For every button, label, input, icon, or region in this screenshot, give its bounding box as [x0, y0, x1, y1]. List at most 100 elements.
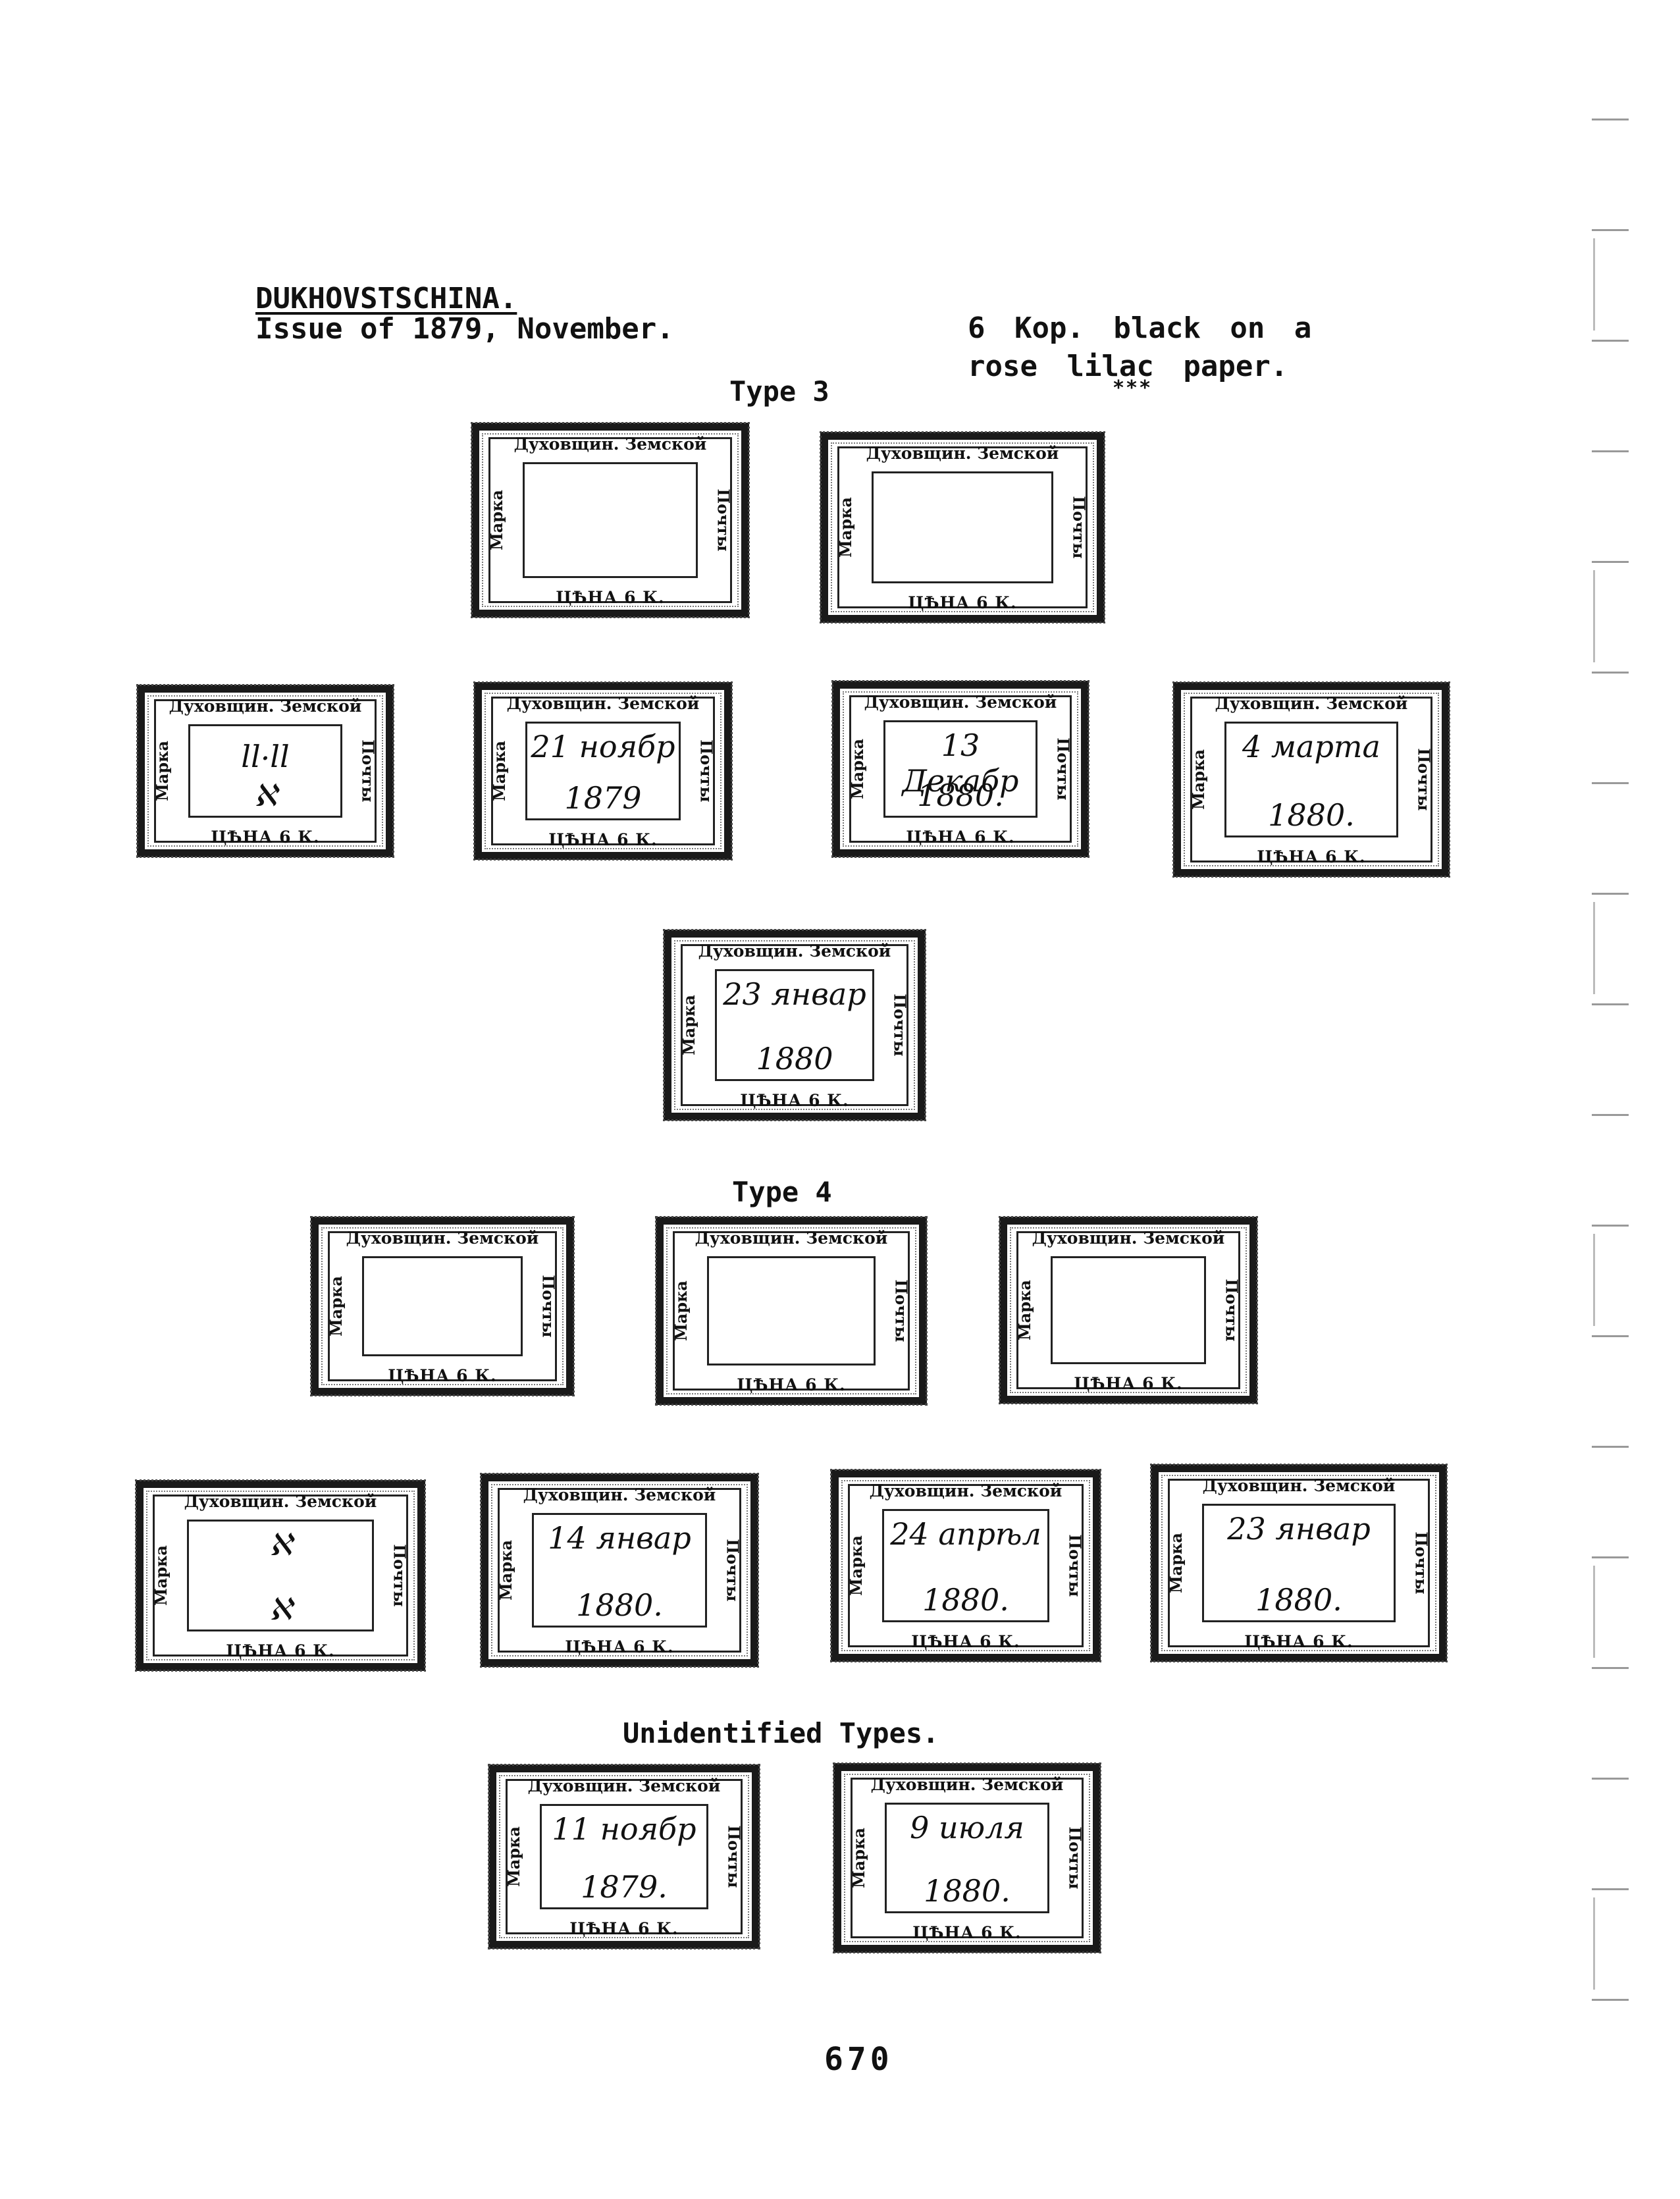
stamp-bottom-text: ЦѢНА 6 К. — [211, 828, 320, 847]
stamp-frame — [837, 446, 1088, 608]
stamp-cancel-area — [872, 471, 1053, 583]
margin-tick — [1592, 229, 1629, 231]
stamp-right-text: Почты — [723, 1539, 743, 1602]
stamp-frame — [1016, 1231, 1240, 1389]
margin-tick — [1592, 1446, 1629, 1448]
manuscript-cancel-day: 4 марта — [1242, 729, 1380, 764]
stamp-right-text: Почты — [890, 994, 910, 1057]
manuscript-cancel-year: 1879. — [581, 1869, 668, 1905]
manuscript-cancel-year: 1880. — [1268, 797, 1355, 833]
stamp-cancel-area — [523, 462, 698, 578]
stamp-bottom-text: ЦѢНА 6 К. — [908, 593, 1017, 612]
stamp-frame — [328, 1231, 557, 1381]
stamp-top-text: Духовщин. Земской — [513, 435, 707, 454]
margin-rule — [1593, 902, 1595, 994]
stamp-bottom-text: ЦѢНА 6 К. — [388, 1366, 497, 1385]
margin-tick — [1592, 119, 1629, 120]
margin-tick — [1592, 1114, 1629, 1116]
margin-rule — [1593, 570, 1595, 662]
stamp-left-text: Марка — [326, 1276, 346, 1337]
stamp-left-text: Марка — [496, 1540, 515, 1601]
manuscript-cancel-year: ℵ — [253, 778, 277, 813]
stamp-top-text: Духовщин. Земской — [869, 1481, 1063, 1500]
section-type-4: Type 4 — [732, 1176, 832, 1208]
stamp-bottom-text: ЦѢНА 6 К. — [906, 828, 1015, 847]
manuscript-cancel-day: 9 июля — [910, 1810, 1024, 1845]
section-unidentified: Unidentified Types. — [623, 1717, 939, 1749]
stamp-top-text: Духовщин. Земской — [169, 697, 362, 716]
margin-tick — [1592, 1888, 1629, 1890]
stamp-left-text: Марка — [152, 741, 172, 801]
stamp-frame — [1168, 1479, 1430, 1647]
stamp-right-text: Почты — [390, 1544, 409, 1607]
stamp-left-text: Марка — [847, 739, 867, 799]
stamp-top-text: Духовщин. Земской — [184, 1492, 377, 1511]
manuscript-cancel-day: 13 Декабр — [902, 728, 1019, 799]
stamp-right-text: Почты — [724, 1825, 744, 1888]
margin-tick — [1592, 1667, 1629, 1669]
stamp-left-text: Марка — [846, 1535, 866, 1596]
section-type-3: Type 3 — [729, 375, 829, 408]
stamp-top-text: Духовщин. Земской — [1202, 1476, 1396, 1495]
margin-tick — [1592, 1003, 1629, 1005]
stamp-frame — [851, 1778, 1084, 1938]
manuscript-cancel-year: 1880. — [576, 1587, 663, 1623]
manuscript-cancel-year: 1880. — [924, 1873, 1011, 1909]
stamp-top-text: Духовщин. Земской — [1032, 1229, 1225, 1248]
stamp-top-text: Духовщин. Земской — [870, 1775, 1064, 1794]
stamp-frame — [498, 1488, 741, 1653]
stamp-cancel-area: 9 июля 1880. — [885, 1803, 1049, 1913]
margin-tick — [1592, 1556, 1629, 1558]
margin-tick — [1592, 893, 1629, 895]
stamp-bottom-text: ЦѢНА 6 К. — [548, 830, 658, 849]
manuscript-cancel-day: 21 ноябр — [531, 729, 675, 764]
stamp-bottom-text: ЦѢНА 6 К. — [1074, 1374, 1183, 1393]
stars-marker: *** — [1113, 377, 1153, 400]
stamp-bottom-text: ЦѢНА 6 К. — [556, 588, 665, 607]
stamp-left-text: Марка — [679, 995, 698, 1055]
stamp-frame — [154, 699, 377, 843]
manuscript-cancel-day: 11 ноябр — [552, 1811, 696, 1847]
stamp-bottom-text: ЦѢНА 6 К. — [911, 1632, 1020, 1651]
manuscript-cancel-day: 23 январ — [723, 976, 866, 1012]
stamp-left-text: Марка — [1188, 749, 1208, 810]
stamp-cancel-area: 4 марта 1880. — [1224, 722, 1398, 837]
issue-date: Issue of 1879, November. — [255, 312, 674, 346]
stamp-frame — [848, 1484, 1084, 1647]
stamp-frame — [506, 1779, 743, 1934]
stamp-right-text: Почты — [714, 489, 733, 552]
stamp-bottom-text: ЦѢНА 6 К. — [569, 1919, 679, 1938]
margin-tick — [1592, 1778, 1629, 1780]
stamp-top-text: Духовщин. Земской — [1215, 694, 1408, 713]
margin-tick — [1592, 782, 1629, 784]
stamp-left-text: Марка — [151, 1545, 171, 1606]
stamp-right-text: Почты — [1069, 496, 1089, 559]
stamp-frame — [491, 697, 715, 845]
stamp-cancel-area: 11 ноябр 1879. — [540, 1804, 708, 1909]
stamp-bottom-text: ЦѢНА 6 К. — [1244, 1632, 1353, 1651]
stamp-left-text: Марка — [486, 490, 506, 550]
margin-tick — [1592, 672, 1629, 674]
stamp-cancel-area — [362, 1256, 523, 1356]
stamp-bottom-text: ЦѢНА 6 К. — [226, 1641, 335, 1660]
stamp-cancel-area — [707, 1256, 876, 1365]
stamp-frame — [153, 1495, 408, 1656]
stamp-cancel-area: ꞁꞁ.ꞁꞁ ℵ — [188, 724, 342, 818]
manuscript-cancel-day: ꞁꞁ.ꞁꞁ — [241, 731, 290, 767]
manuscript-cancel-year: ℵ — [269, 1591, 292, 1627]
margin-tick — [1592, 561, 1629, 563]
margin-tick — [1592, 1999, 1629, 2001]
page-number: 670 — [824, 2041, 893, 2078]
